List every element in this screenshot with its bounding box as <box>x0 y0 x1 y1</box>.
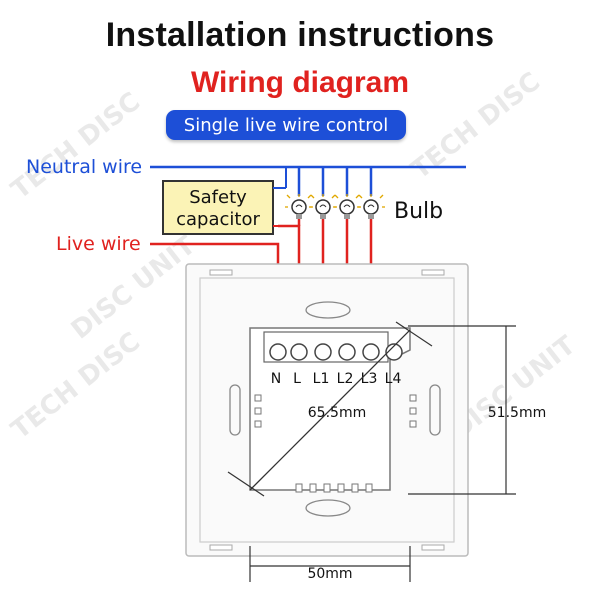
bulb-icon <box>309 194 337 219</box>
svg-text:TECH DISC: TECH DISC <box>6 87 146 206</box>
page-title: Installation instructions <box>105 16 495 54</box>
svg-text:TECH DISC: TECH DISC <box>6 327 146 446</box>
terminal-label-l4: L4 <box>385 371 402 387</box>
terminal-label-l2: L2 <box>337 371 354 387</box>
diagonal-dimension-line <box>249 329 411 491</box>
capacitor-label-line1: Safety <box>189 187 247 208</box>
terminal-label-n: N <box>271 371 281 387</box>
terminal-label-l3: L3 <box>361 371 378 387</box>
safety-capacitor <box>162 180 274 235</box>
capacitor-label-line2: capacitor <box>176 209 260 230</box>
bulb-icon <box>285 194 313 219</box>
bulb-icon <box>357 194 385 219</box>
terminal-label-l: L <box>293 371 301 387</box>
diagonal-dimension-label: 65.5mm <box>308 405 366 421</box>
terminal-screws <box>269 343 403 361</box>
width-dimension-label: 50mm <box>307 566 352 582</box>
bulb-label: Bulb <box>394 199 443 224</box>
diagram-subtitle: Wiring diagram <box>190 66 410 99</box>
bulb-icon <box>333 194 361 219</box>
bulb-icons <box>285 194 385 219</box>
height-dimension-line <box>408 325 516 495</box>
neutral-drops <box>297 167 373 196</box>
live-wire-label: Live wire <box>56 233 141 255</box>
height-dimension-label: 51.5mm <box>488 405 546 421</box>
neutral-wire-label: Neutral wire <box>26 156 142 178</box>
mode-badge: Single live wire control <box>166 110 406 140</box>
terminal-label-l1: L1 <box>313 371 330 387</box>
width-dimension-line <box>249 546 411 582</box>
